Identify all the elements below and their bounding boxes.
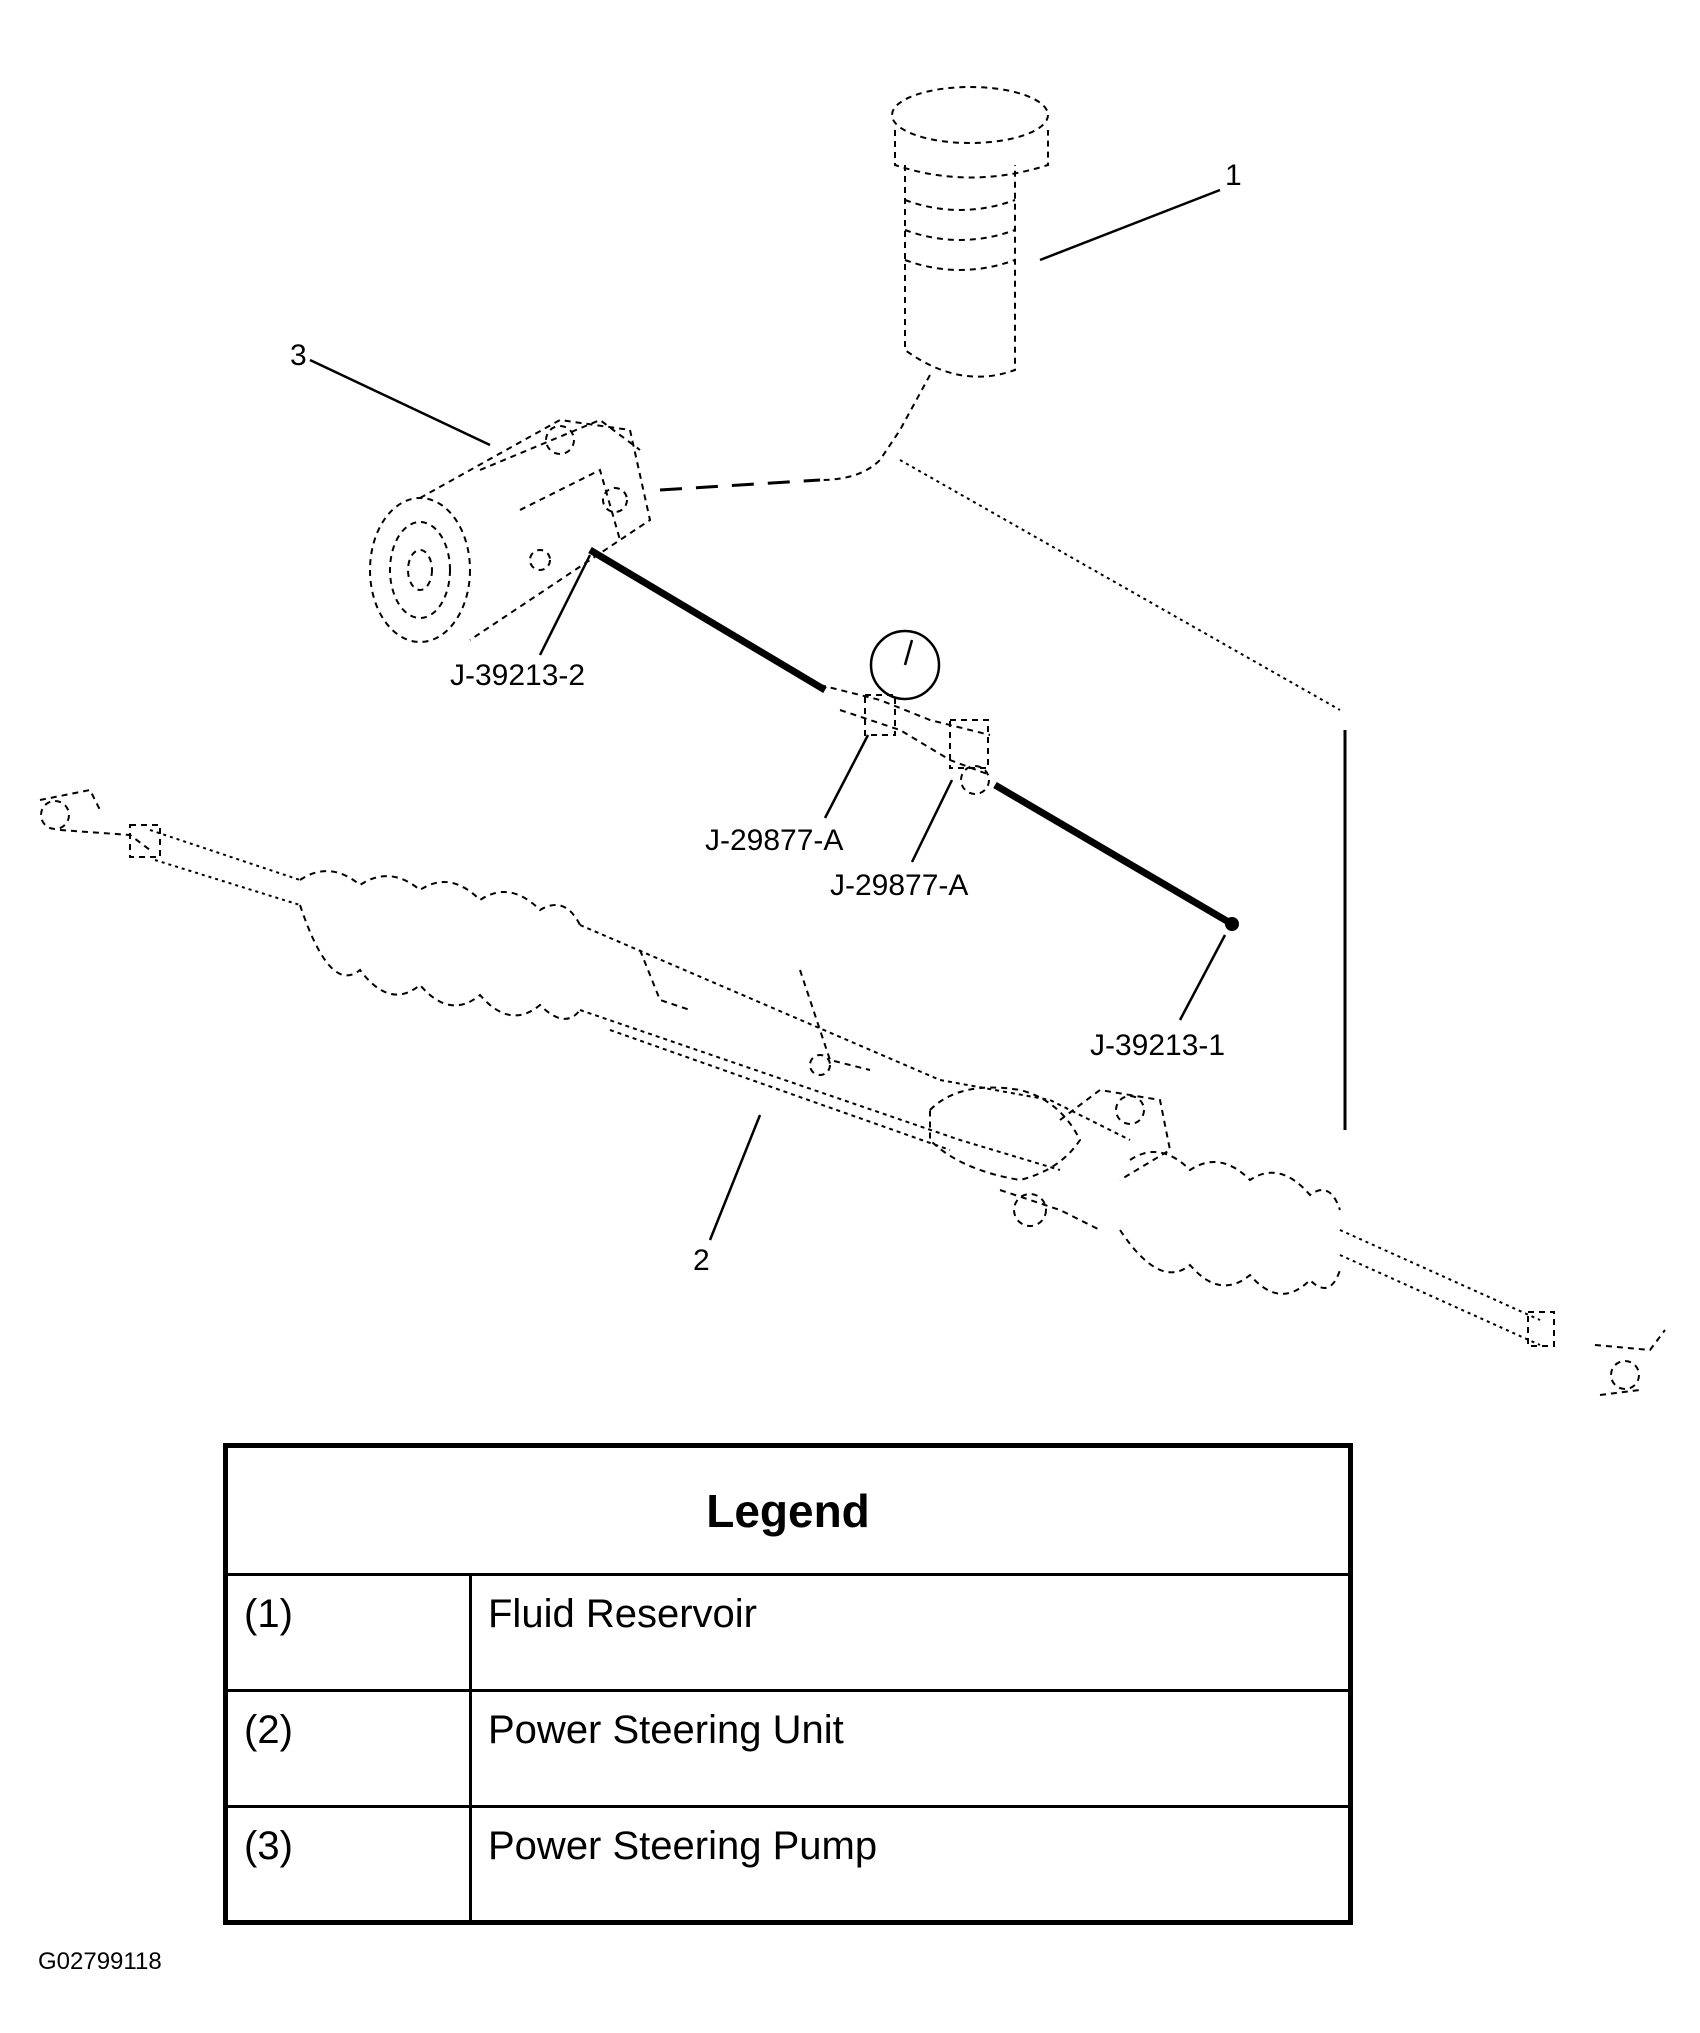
power-steering-test-diagram: 1 3 J-39213-2 J-29877-A J-29877-A J-3921… (39, 86, 1666, 1396)
callout-pump: 3 (290, 339, 307, 372)
callout-steering-unit: 2 (693, 1244, 710, 1277)
callout-tool-gauge-valve-b: J-29877-A (830, 869, 968, 902)
legend-number: (3) (228, 1808, 472, 1924)
fluid-reservoir-illustration (819, 86, 1049, 481)
callout-tool-pump-fitting: J-39213-2 (450, 659, 585, 692)
legend-row: (3) Power Steering Pump (228, 1808, 1348, 1924)
legend-description: Power Steering Pump (488, 1824, 878, 1868)
pressure-hose-pump-to-gauge (588, 546, 827, 694)
legend-title: Legend (228, 1448, 1348, 1576)
gear-fitting-dot (1225, 917, 1239, 931)
leader-lines (309, 188, 1227, 1241)
legend-table: Legend (1) Fluid Reservoir (2) Power Ste… (223, 1443, 1353, 1925)
legend-number: (1) (228, 1576, 472, 1689)
legend-row: (1) Fluid Reservoir (228, 1576, 1348, 1692)
pressure-hose-gauge-to-gear (993, 781, 1234, 928)
legend-row: (2) Power Steering Unit (228, 1692, 1348, 1808)
callout-tool-gauge-valve-a: J-29877-A (705, 824, 843, 857)
legend-description: Power Steering Unit (488, 1708, 844, 1752)
power-steering-pump-illustration (369, 418, 652, 643)
legend-number: (2) (228, 1692, 472, 1805)
reservoir-to-gear-line (899, 459, 1341, 711)
callout-tool-gear-fitting: J-39213-1 (1090, 1029, 1225, 1062)
callout-reservoir: 1 (1225, 159, 1242, 192)
legend-description: Fluid Reservoir (488, 1592, 757, 1636)
pressure-gauge-illustration (819, 629, 991, 795)
figure-id: G02799118 (38, 1948, 162, 1975)
return-line (659, 478, 821, 492)
power-steering-unit-illustration (39, 788, 1666, 1396)
